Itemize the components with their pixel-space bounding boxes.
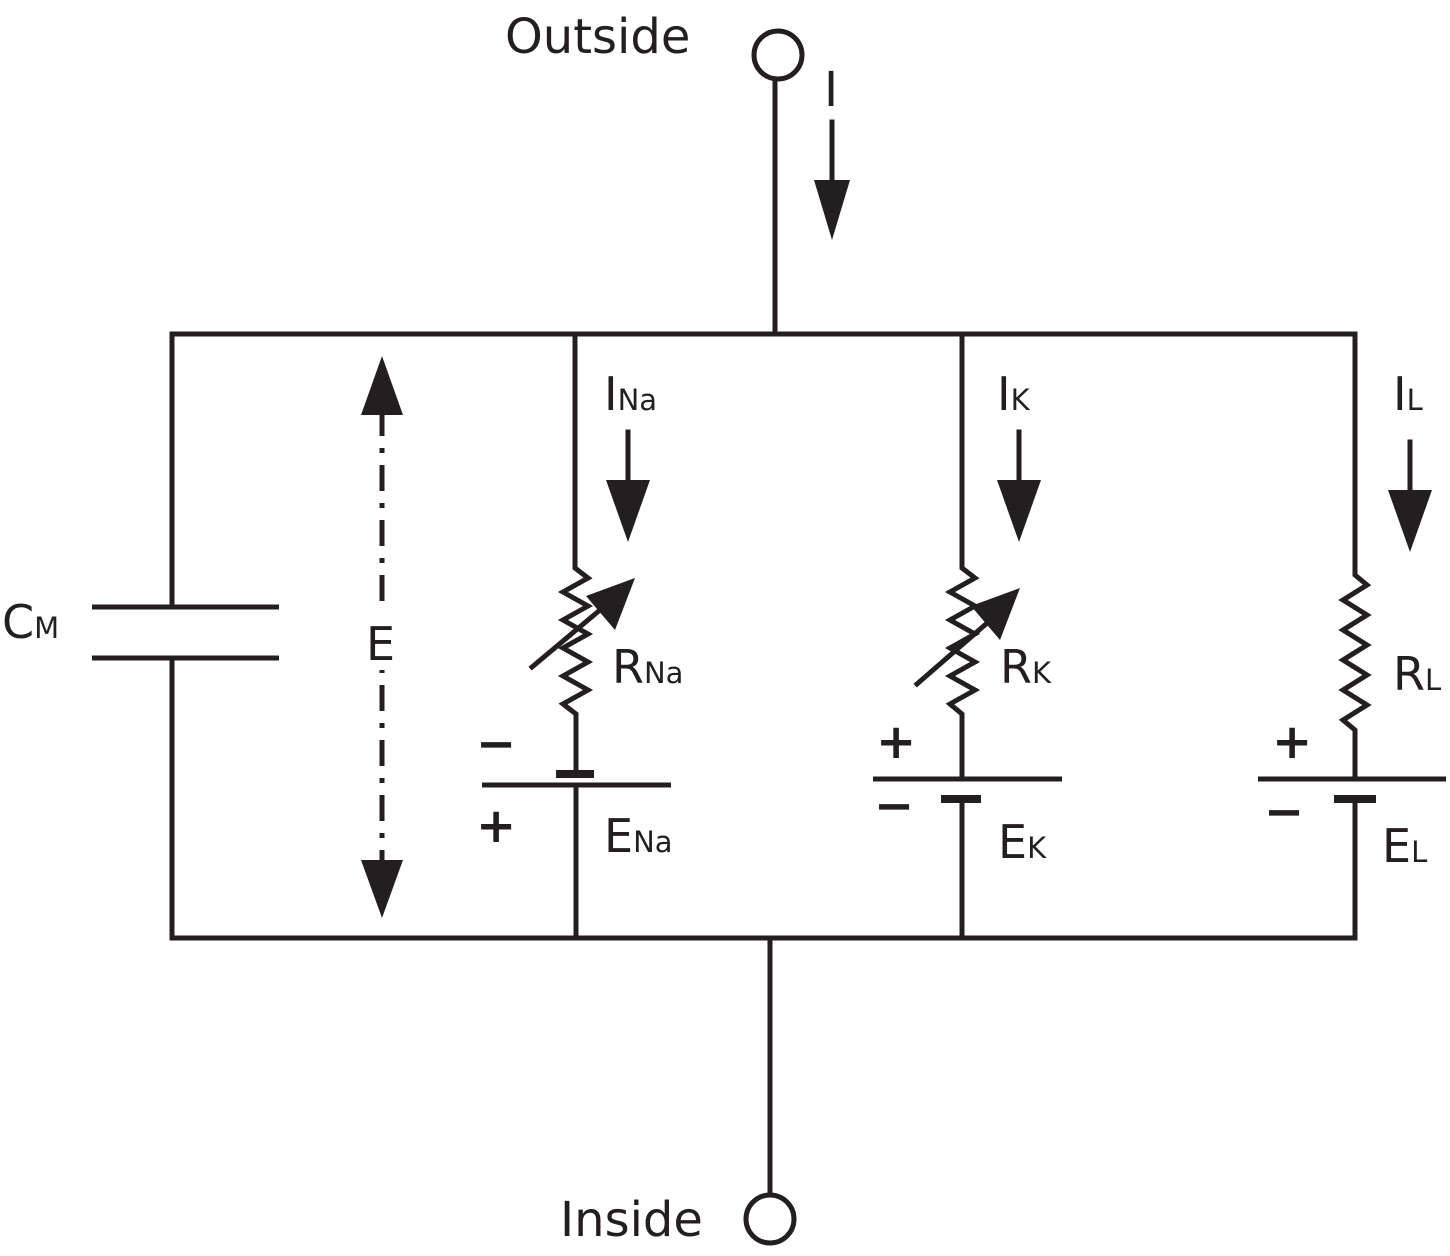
capacitor-subscript: M xyxy=(34,611,59,645)
leak-current-arrow xyxy=(1388,490,1432,552)
outside-label: Outside xyxy=(505,9,690,65)
sodium-branch: INa RNa ENa − + xyxy=(476,331,683,941)
sodium-sign-top: − xyxy=(476,716,516,772)
svg-text:INa: INa xyxy=(604,367,657,421)
svg-text:CM: CM xyxy=(2,595,59,649)
potassium-variable-arrow xyxy=(971,588,1020,640)
sodium-resistor-subscript: Na xyxy=(644,656,683,690)
sodium-current-label: I xyxy=(604,367,618,421)
potassium-sign-bottom: − xyxy=(874,778,914,834)
leak-resistor-subscript: L xyxy=(1425,663,1441,697)
membrane-capacitor: CM xyxy=(2,595,279,661)
svg-text:RNa: RNa xyxy=(612,640,683,694)
potassium-battery-label: E xyxy=(998,815,1027,869)
sodium-battery-label: E xyxy=(604,809,633,863)
svg-text:ENa: ENa xyxy=(604,809,673,863)
outside-terminal: Outside xyxy=(505,9,805,337)
leak-resistor-label: R xyxy=(1393,647,1425,701)
total-current-arrow xyxy=(814,180,850,240)
voltage-label: E xyxy=(366,617,395,671)
potassium-resistor-subscript: K xyxy=(1032,656,1052,690)
voltage-arrow-up xyxy=(361,356,403,415)
sodium-variable-arrow xyxy=(586,578,635,630)
leak-battery-label: E xyxy=(1382,819,1411,873)
total-current-indicator: I xyxy=(814,62,850,240)
potassium-battery-subscript: K xyxy=(1027,831,1047,865)
potassium-current-subscript: K xyxy=(1011,383,1031,417)
potassium-branch: IK RK EK + − xyxy=(873,331,1062,941)
svg-text:EK: EK xyxy=(998,815,1047,869)
potassium-resistor xyxy=(944,552,981,763)
svg-text:IL: IL xyxy=(1393,367,1423,421)
capacitor-label: C xyxy=(2,595,34,649)
potassium-sign-top: + xyxy=(876,714,916,770)
inside-terminal: Inside xyxy=(560,935,797,1248)
leak-resistor xyxy=(1338,562,1372,782)
sodium-resistor-label: R xyxy=(612,640,644,694)
leak-sign-top: + xyxy=(1272,714,1312,770)
sodium-current-arrow xyxy=(606,480,650,542)
sodium-sign-bottom: + xyxy=(476,798,516,854)
voltage-arrow-down xyxy=(361,860,403,918)
potassium-current-arrow xyxy=(997,480,1041,542)
sodium-battery-subscript: Na xyxy=(633,825,672,859)
leak-current-subscript: L xyxy=(1407,383,1423,417)
sodium-current-subscript: Na xyxy=(618,383,657,417)
leak-current-label: I xyxy=(1393,367,1407,421)
potassium-current-label: I xyxy=(997,367,1011,421)
total-current-label: I xyxy=(824,62,838,118)
leak-battery-subscript: L xyxy=(1411,835,1427,869)
leak-sign-bottom: − xyxy=(1264,784,1304,840)
potassium-resistor-label: R xyxy=(1000,640,1032,694)
sodium-resistor xyxy=(557,552,594,776)
circuit-frame xyxy=(169,331,1358,941)
svg-text:EL: EL xyxy=(1382,819,1427,873)
svg-text:RL: RL xyxy=(1393,647,1441,701)
membrane-voltage-indicator: E xyxy=(356,356,408,918)
inside-label: Inside xyxy=(560,1192,703,1248)
leak-branch: IL RL EL + − xyxy=(1258,331,1446,941)
svg-text:RK: RK xyxy=(1000,640,1052,694)
svg-text:IK: IK xyxy=(997,367,1031,421)
